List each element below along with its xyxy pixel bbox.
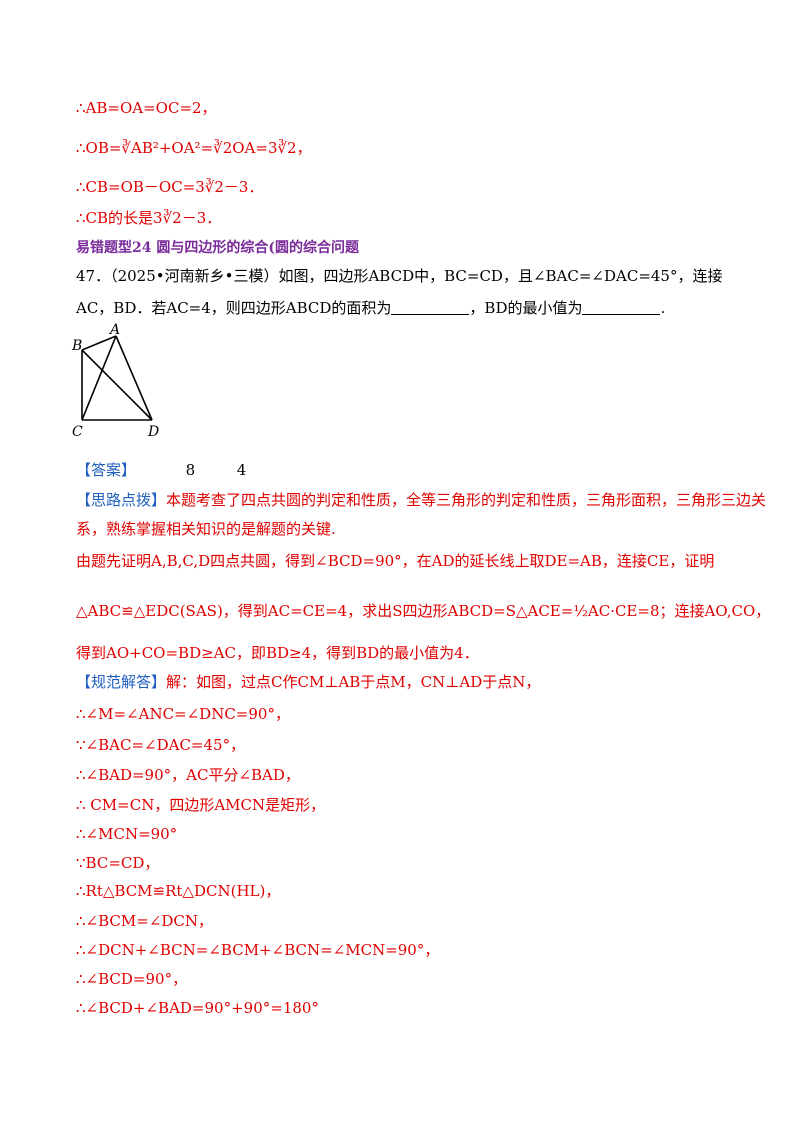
answer-value-1: 8 <box>185 461 196 479</box>
answer-label: 【答案】 <box>76 461 137 479</box>
solution-line-6: ∵BC=CD， <box>76 854 160 872</box>
solution-line-11: ∴∠BCD+∠BAD=90°+90°=180° <box>76 999 319 1017</box>
solution-line-0: 【规范解答】解：如图，过点C作CM⊥AB于点M，CN⊥AD于点N， <box>76 672 540 692</box>
hint-line-4: △ABC≌△EDC(SAS)，得到AC=CE=4，求出S四边形ABCD=S△AC… <box>76 602 771 620</box>
vertex-label-d: D <box>147 424 159 440</box>
solution-line-8: ∴∠BCM=∠DCN， <box>76 912 214 930</box>
question-text-a: AC，BD．若AC=4，则四边形ABCD的面积为 <box>76 299 392 317</box>
solution-line-9: ∴∠DCN+∠BCN=∠BCM+∠BCN=∠MCN=90°， <box>76 941 440 959</box>
hint-label: 【思路点拨】 <box>76 491 167 509</box>
hint-line-1: 【思路点拨】本题考查了四点共圆的判定和性质，全等三角形的判定和性质，三角形面积，… <box>76 490 766 510</box>
answer-blank-2[interactable] <box>582 300 661 315</box>
solution-line-4: ∴ CM=CN，四边形AMCN是矩形， <box>76 796 326 814</box>
question-line-1: 47．（2025•河南新乡•三模）如图，四边形ABCD中，BC=CD，且∠BAC… <box>76 267 723 285</box>
vertex-label-b: B <box>71 338 82 354</box>
vertex-label-c: C <box>72 424 83 440</box>
answer-blank-1[interactable] <box>391 300 470 315</box>
solution-line-10: ∴∠BCD=90°， <box>76 970 188 988</box>
solution-line-1: ∴∠M=∠ANC=∠DNC=90°， <box>76 705 290 723</box>
diagonal-ac <box>81 335 117 421</box>
solution-line-3: ∴∠BAD=90°，AC平分∠BAD， <box>76 766 300 784</box>
step-ab-oa-oc: ∴AB=OA=OC=2， <box>76 99 217 117</box>
diagonal-bd <box>81 349 153 421</box>
solution-text-0: 解：如图，过点C作CM⊥AB于点M，CN⊥AD于点N， <box>166 673 541 691</box>
hint-line-2: 系，熟练掌握相关知识的是解题的关键. <box>76 520 336 538</box>
step-ob: ∴OB=∛AB²+OA²=∛2OA=3∛2， <box>76 139 312 157</box>
hint-line-5: 得到AO+CO=BD≥AC，即BD≥4，得到BD的最小值为4． <box>76 644 479 662</box>
question-text-c: . <box>660 299 666 317</box>
solution-label: 【规范解答】 <box>76 673 167 691</box>
solution-line-2: ∵∠BAC=∠DAC=45°， <box>76 736 246 754</box>
answer-row: 【答案】 8 4 <box>76 460 246 480</box>
solution-line-5: ∴∠MCN=90° <box>76 825 178 843</box>
hint-line-3: 由题先证明A,B,C,D四点共圆，得到∠BCD=90°，在AD的延长线上取DE=… <box>76 552 715 570</box>
vertex-label-a: A <box>108 322 120 338</box>
edge-ba <box>81 335 117 351</box>
step-cb-length: ∴CB的长是3∛2－3． <box>76 209 222 227</box>
solution-line-7: ∴Rt△BCM≌Rt△DCN(HL)， <box>76 882 281 900</box>
answer-value-2: 4 <box>236 461 247 479</box>
hint-text-1: 本题考查了四点共圆的判定和性质，全等三角形的判定和性质，三角形面积，三角形三边关 <box>166 491 767 509</box>
quadrilateral-figure: A B C D <box>71 322 159 440</box>
question-text-b: ，BD的最小值为 <box>469 299 583 317</box>
section-heading: 易错题型24 圆与四边形的综合(圆的综合问题 <box>76 240 359 256</box>
question-line-2: AC，BD．若AC=4，则四边形ABCD的面积为 ，BD的最小值为. <box>76 298 665 318</box>
edge-ad <box>115 335 153 421</box>
step-cb: ∴CB=OB－OC=3∛2－3． <box>76 178 264 196</box>
